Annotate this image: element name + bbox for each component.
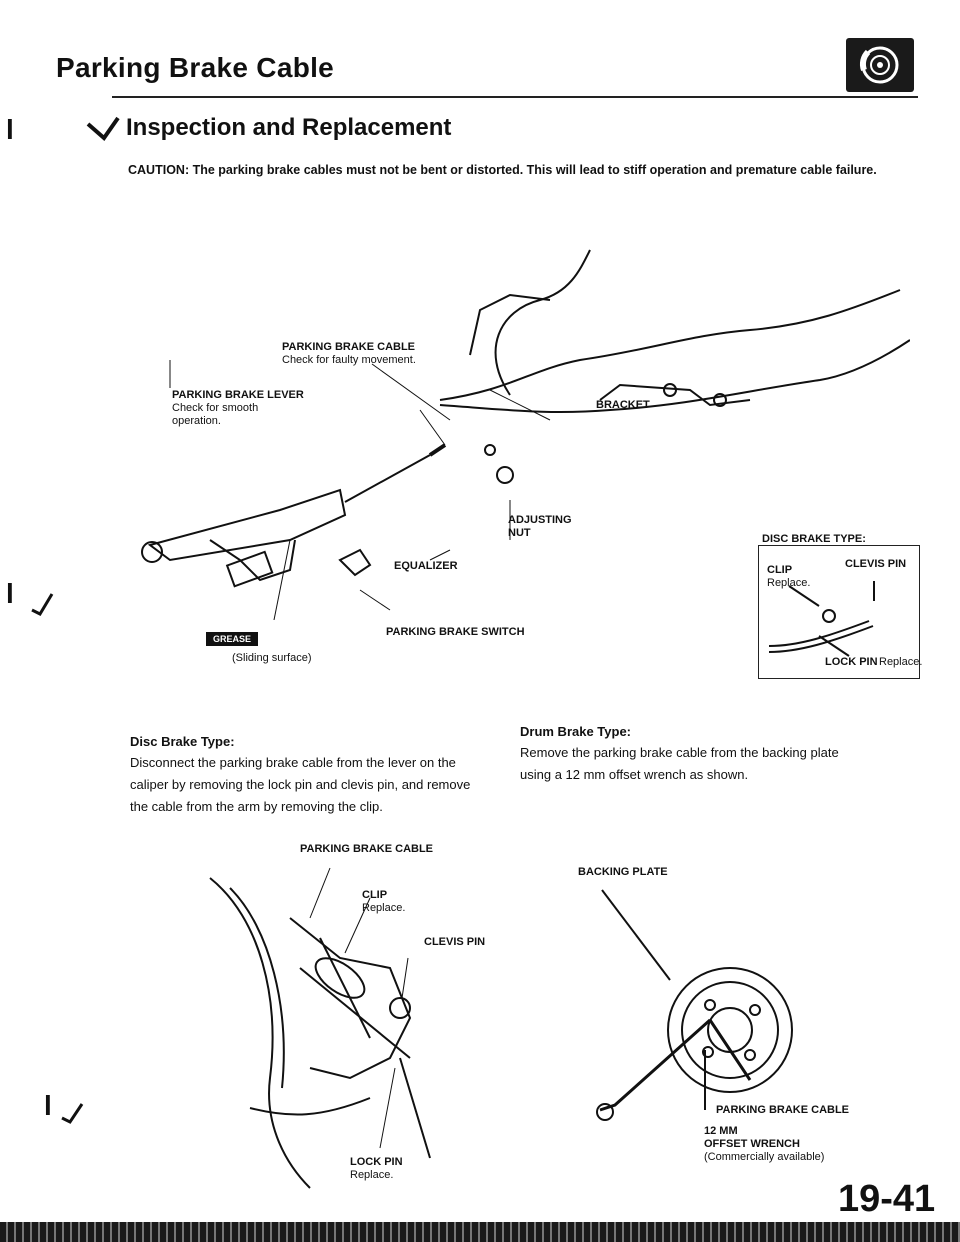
inset-clevis-label: CLEVIS PIN <box>845 558 907 570</box>
drum-text-2: using a 12 mm offset wrench as shown. <box>520 767 749 782</box>
disc-text-2: caliper by removing the lock pin and cle… <box>130 777 471 792</box>
adjusting-nut-label-1: ADJUSTING <box>508 514 572 526</box>
disc-cable-label: PARKING BRAKE CABLE <box>300 843 434 855</box>
bracket-label: BRACKET <box>596 399 650 411</box>
disc-clip-note: Replace. <box>362 902 406 914</box>
disc-box-title: DISC BRAKE TYPE: <box>762 533 866 545</box>
backing-plate-label: BACKING PLATE <box>578 866 668 878</box>
margin-mark: l <box>6 578 14 609</box>
lever-note-2: operation. <box>172 415 221 427</box>
margin-arrow-icon <box>31 593 54 616</box>
section-title: Inspection and Replacement <box>126 114 452 141</box>
brake-disc-icon <box>846 38 914 92</box>
margin-mark: l <box>44 1090 52 1121</box>
drum-backing-plate-diagram <box>596 889 793 1121</box>
section-arrow-icon <box>86 116 120 141</box>
lever-note-1: Check for smooth <box>172 402 259 414</box>
switch-label: PARKING BRAKE SWITCH <box>386 626 525 638</box>
inset-clip-note: Replace. <box>767 577 811 589</box>
grease-badge: GREASE <box>206 632 258 646</box>
disc-caliper-diagram <box>209 867 431 1189</box>
disc-clevis-label: CLEVIS PIN <box>424 936 486 948</box>
inset-clip-label: CLIP <box>767 564 793 576</box>
inset-lockpin-note: Replace. <box>879 656 923 668</box>
wrench-label: OFFSET WRENCH <box>704 1138 800 1150</box>
disc-lockpin-note: Replace. <box>350 1169 394 1181</box>
disc-brake-inset: CLEVIS PIN CLIP Replace. LOCK PIN Replac… <box>758 545 923 679</box>
parking-brake-assembly-diagram <box>141 249 910 620</box>
title-rule <box>112 96 918 98</box>
drum-text-1: Remove the parking brake cable from the … <box>520 745 839 760</box>
drum-heading: Drum Brake Type: <box>520 724 632 739</box>
cable-note: Check for faulty movement. <box>282 354 416 366</box>
drum-cable-label: PARKING BRAKE CABLE <box>716 1104 850 1116</box>
cable-label: PARKING BRAKE CABLE <box>282 341 416 353</box>
inset-lockpin-label: LOCK PIN <box>825 656 878 668</box>
lever-label: PARKING BRAKE LEVER <box>172 389 304 401</box>
disc-lockpin-label: LOCK PIN <box>350 1156 403 1168</box>
sliding-surface-note: (Sliding surface) <box>232 652 312 664</box>
disc-inset-diagram <box>768 581 875 657</box>
disc-clip-label: CLIP <box>362 889 388 901</box>
page-number: 19-41 <box>838 1178 936 1220</box>
page-title: Parking Brake Cable <box>56 52 335 83</box>
disc-text-3: the cable from the arm by removing the c… <box>130 799 383 814</box>
caution-text: CAUTION: The parking brake cables must n… <box>128 163 877 177</box>
disc-heading: Disc Brake Type: <box>130 734 235 749</box>
adjusting-nut-label-2: NUT <box>508 527 531 539</box>
footer-bar <box>0 1222 960 1242</box>
margin-mark: l <box>6 114 14 145</box>
disc-text-1: Disconnect the parking brake cable from … <box>130 755 456 770</box>
equalizer-label: EQUALIZER <box>394 560 458 572</box>
margin-arrow-icon <box>61 1103 84 1124</box>
wrench-note: (Commercially available) <box>704 1151 825 1163</box>
wrench-size: 12 mm <box>704 1125 738 1137</box>
